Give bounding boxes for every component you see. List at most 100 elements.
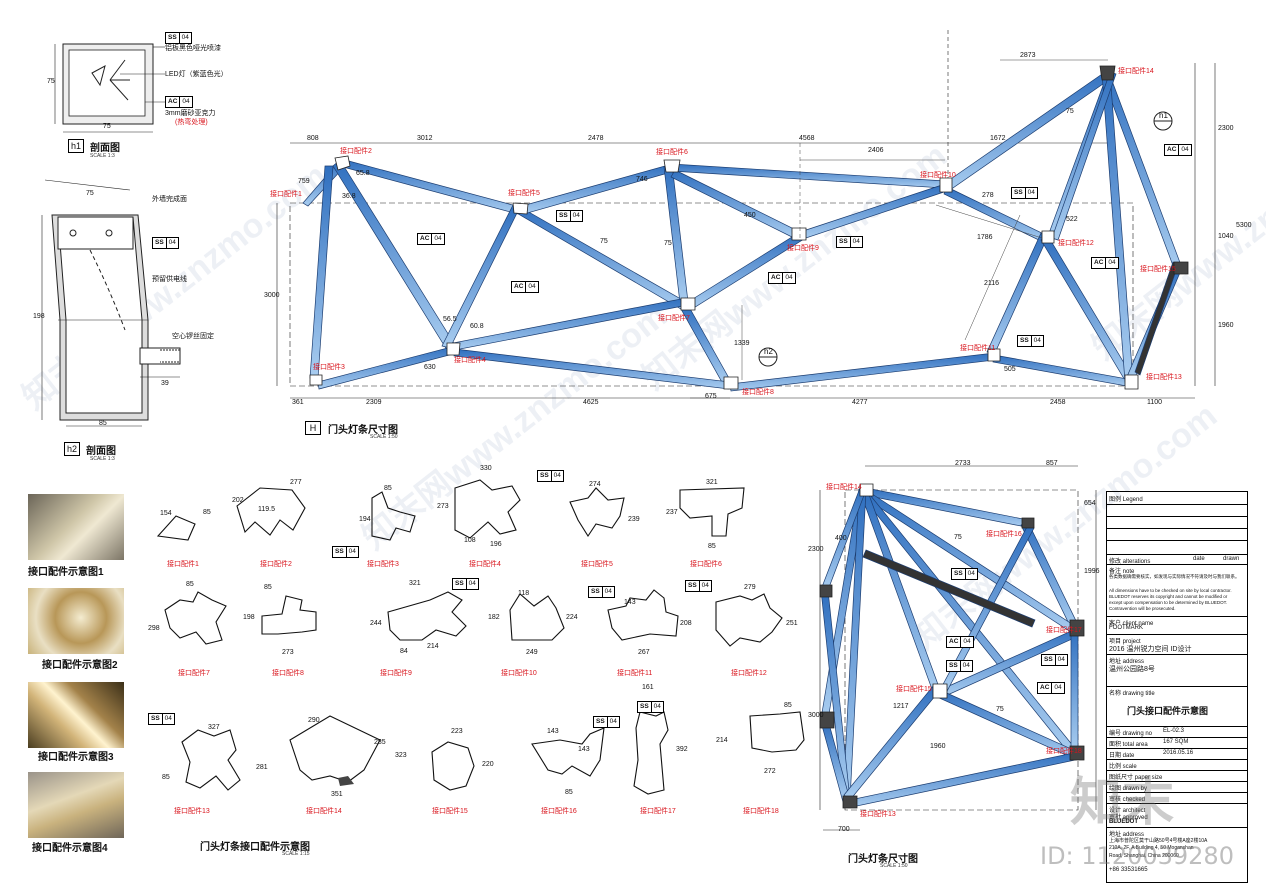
dim-label: 298 <box>148 625 160 632</box>
section-scale: SCALE 1:50 <box>880 863 908 869</box>
dim-label: 224 <box>566 614 578 621</box>
dim-label: 196 <box>490 541 502 548</box>
tb-paper-label: 图纸尺寸 paper size <box>1109 775 1163 781</box>
dim-label: 361 <box>292 399 304 406</box>
tb-date-label: 日期 date <box>1109 753 1135 759</box>
side-elevation-joints <box>819 483 1085 809</box>
id-watermark: ID: 1120039280 <box>1040 842 1234 870</box>
title-block: 图例 Legend 修改 alterations date drawn 备注 n… <box>1106 491 1248 883</box>
dim-label: 290 <box>308 717 320 724</box>
connector-label: 接口配件8 <box>742 389 774 396</box>
dim-label: 1786 <box>977 234 993 241</box>
dim-label: 194 <box>359 516 371 523</box>
dim-label: 1996 <box>1084 568 1100 575</box>
dim-label: 630 <box>424 364 436 371</box>
part-label: 接口配件9 <box>380 670 412 677</box>
dim-label: 321 <box>409 580 421 587</box>
section-scale: SCALE 1:3 <box>90 456 115 462</box>
dim-label: 85 <box>203 509 211 516</box>
dim-label: 1672 <box>990 135 1006 142</box>
dim-label: 1960 <box>1218 322 1234 329</box>
section-title: 门头灯条接口配件示意图 <box>200 842 310 853</box>
dim-label: 39 <box>161 380 169 387</box>
dim-label: 214 <box>427 643 439 650</box>
connector-label: 接口配件10 <box>920 172 956 179</box>
dim-label: 84 <box>400 648 408 655</box>
dim-label: 249 <box>526 649 538 656</box>
dim-label: 237 <box>666 509 678 516</box>
dim-label: 119.5 <box>258 506 275 513</box>
photo-caption: 接口配件示意图3 <box>38 752 114 763</box>
tb-drawn-col: drawn <box>1223 556 1240 562</box>
dim-label: 75 <box>47 78 55 85</box>
dim-label: 279 <box>744 584 756 591</box>
part-label: 接口配件11 <box>617 670 653 677</box>
section-id: h2 <box>64 442 80 456</box>
dim-label: 2309 <box>366 399 382 406</box>
connector-label: 接口配件14 <box>1118 68 1154 75</box>
dim-label: 450 <box>744 212 756 219</box>
dim-label: 143 <box>578 746 590 753</box>
connector-label: 接口配件14 <box>826 484 862 491</box>
section-title: 剖面图 <box>86 446 116 457</box>
dim-label: 273 <box>282 649 294 656</box>
tb-title-label: 名称 drawing title <box>1109 691 1155 697</box>
tb-client-label: 客户 client name <box>1109 621 1154 627</box>
dim-label: 108 <box>464 537 476 544</box>
tb-address: 上海市普陀区莫干山路50号4号楼A座2楼10A <box>1109 838 1208 844</box>
dim-label: 2478 <box>588 135 604 142</box>
dim-label: 208 <box>680 620 692 627</box>
dim-label: 202 <box>232 497 244 504</box>
dim-label: 327 <box>208 724 220 731</box>
connector-label: 接口配件4 <box>454 357 486 364</box>
connector-label: 接口配件15 <box>896 686 932 693</box>
part-label: 接口配件13 <box>174 808 210 815</box>
dim-label: 75 <box>103 123 111 130</box>
part-label: 接口配件7 <box>178 670 210 677</box>
dim-label: 85 <box>162 774 170 781</box>
dim-label: 214 <box>716 737 728 744</box>
tb-no-label: 编号 drawing no <box>1109 731 1153 737</box>
dim-label: 65.8 <box>356 170 370 177</box>
tb-architect-label: 设计 architect <box>1109 808 1146 814</box>
dim-label: 3000 <box>808 712 824 719</box>
connector-label: 接口配件13 <box>860 811 896 818</box>
part-label: 接口配件4 <box>469 561 501 568</box>
dim-label: 2458 <box>1050 399 1066 406</box>
connector-label: 接口配件5 <box>508 190 540 197</box>
dim-label: 675 <box>705 393 717 400</box>
dim-label: 154 <box>160 510 172 517</box>
tb-approved-label: 审批 approved <box>1109 815 1148 821</box>
dim-label: 143 <box>547 728 559 735</box>
dim-label: 5300 <box>1236 222 1252 229</box>
part-label: 接口配件14 <box>306 808 342 815</box>
photo-caption: 接口配件示意图2 <box>42 660 118 671</box>
tb-checked-label: 审核 checked <box>1109 797 1146 803</box>
section-scale: SCALE 1:50 <box>370 434 398 440</box>
connector-label: 接口配件9 <box>787 245 819 252</box>
dim-label: 60.8 <box>470 323 484 330</box>
dim-label: 1217 <box>893 703 909 710</box>
tb-area: 167 SQM <box>1163 739 1189 745</box>
dim-label: 759 <box>298 178 310 185</box>
section-markers <box>758 111 1173 367</box>
dim-label: 505 <box>1004 366 1016 373</box>
dim-label: 75 <box>600 238 608 245</box>
dim-label: 285 <box>374 739 386 746</box>
section-h2-drawing <box>41 179 181 427</box>
dim-label: 85 <box>708 543 716 550</box>
dim-label: 182 <box>488 614 500 621</box>
connector-label: 接口配件17 <box>1046 627 1082 634</box>
main-elevation-joints <box>309 65 1189 390</box>
